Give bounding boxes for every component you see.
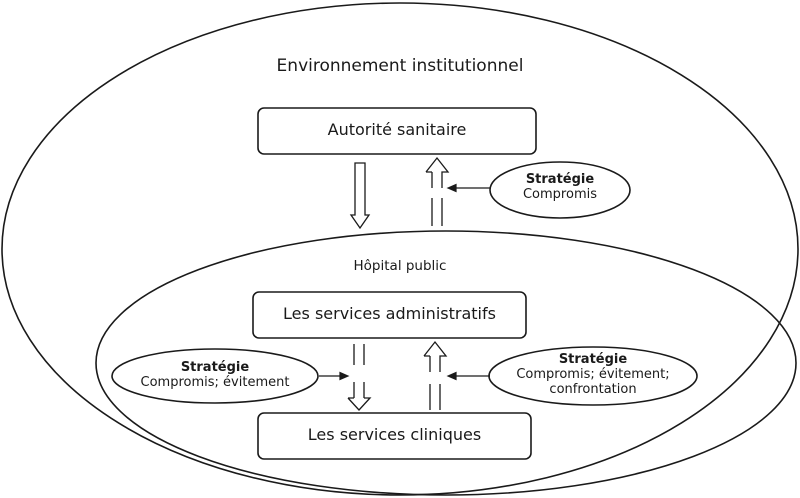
strategy-left-arrow <box>319 371 350 381</box>
strategy-top-line-1: Compromis <box>522 187 597 202</box>
strategy-right-line-2: confrontation <box>549 382 637 397</box>
strategy-top: Stratégie Compromis <box>488 172 632 202</box>
environment-label: Environnement institutionnel <box>276 56 524 76</box>
clinical-label: Les services cliniques <box>307 425 482 444</box>
admin-label: Les services administratifs <box>283 304 496 323</box>
clinical-box <box>257 412 532 460</box>
strategy-top-title: Stratégie <box>525 172 595 187</box>
authority-box <box>257 107 537 155</box>
strategy-left: Stratégie Compromis; évitement <box>111 360 319 390</box>
strategy-left-line-1: Compromis; évitement <box>140 375 290 390</box>
admin-box <box>252 291 527 339</box>
strategy-left-title: Stratégie <box>180 360 250 375</box>
authority-label: Autorité sanitaire <box>327 120 467 139</box>
strategy-right-arrow <box>446 371 490 381</box>
hospital-ellipse <box>95 230 797 496</box>
up-arrow-authority <box>425 156 450 226</box>
strategy-top-arrow <box>446 183 490 193</box>
down-arrow-admin <box>347 344 372 411</box>
strategy-right-line-1: Compromis; évitement; <box>516 367 670 382</box>
strategy-right-title: Stratégie <box>558 352 628 367</box>
strategy-left-ellipse <box>111 348 319 404</box>
down-arrow-authority <box>349 162 371 230</box>
strategy-right: Stratégie Compromis; évitement; confront… <box>488 352 698 397</box>
up-arrow-clinical <box>423 340 448 410</box>
strategy-top-ellipse <box>489 161 631 219</box>
hospital-label: Hôpital public <box>353 258 447 274</box>
